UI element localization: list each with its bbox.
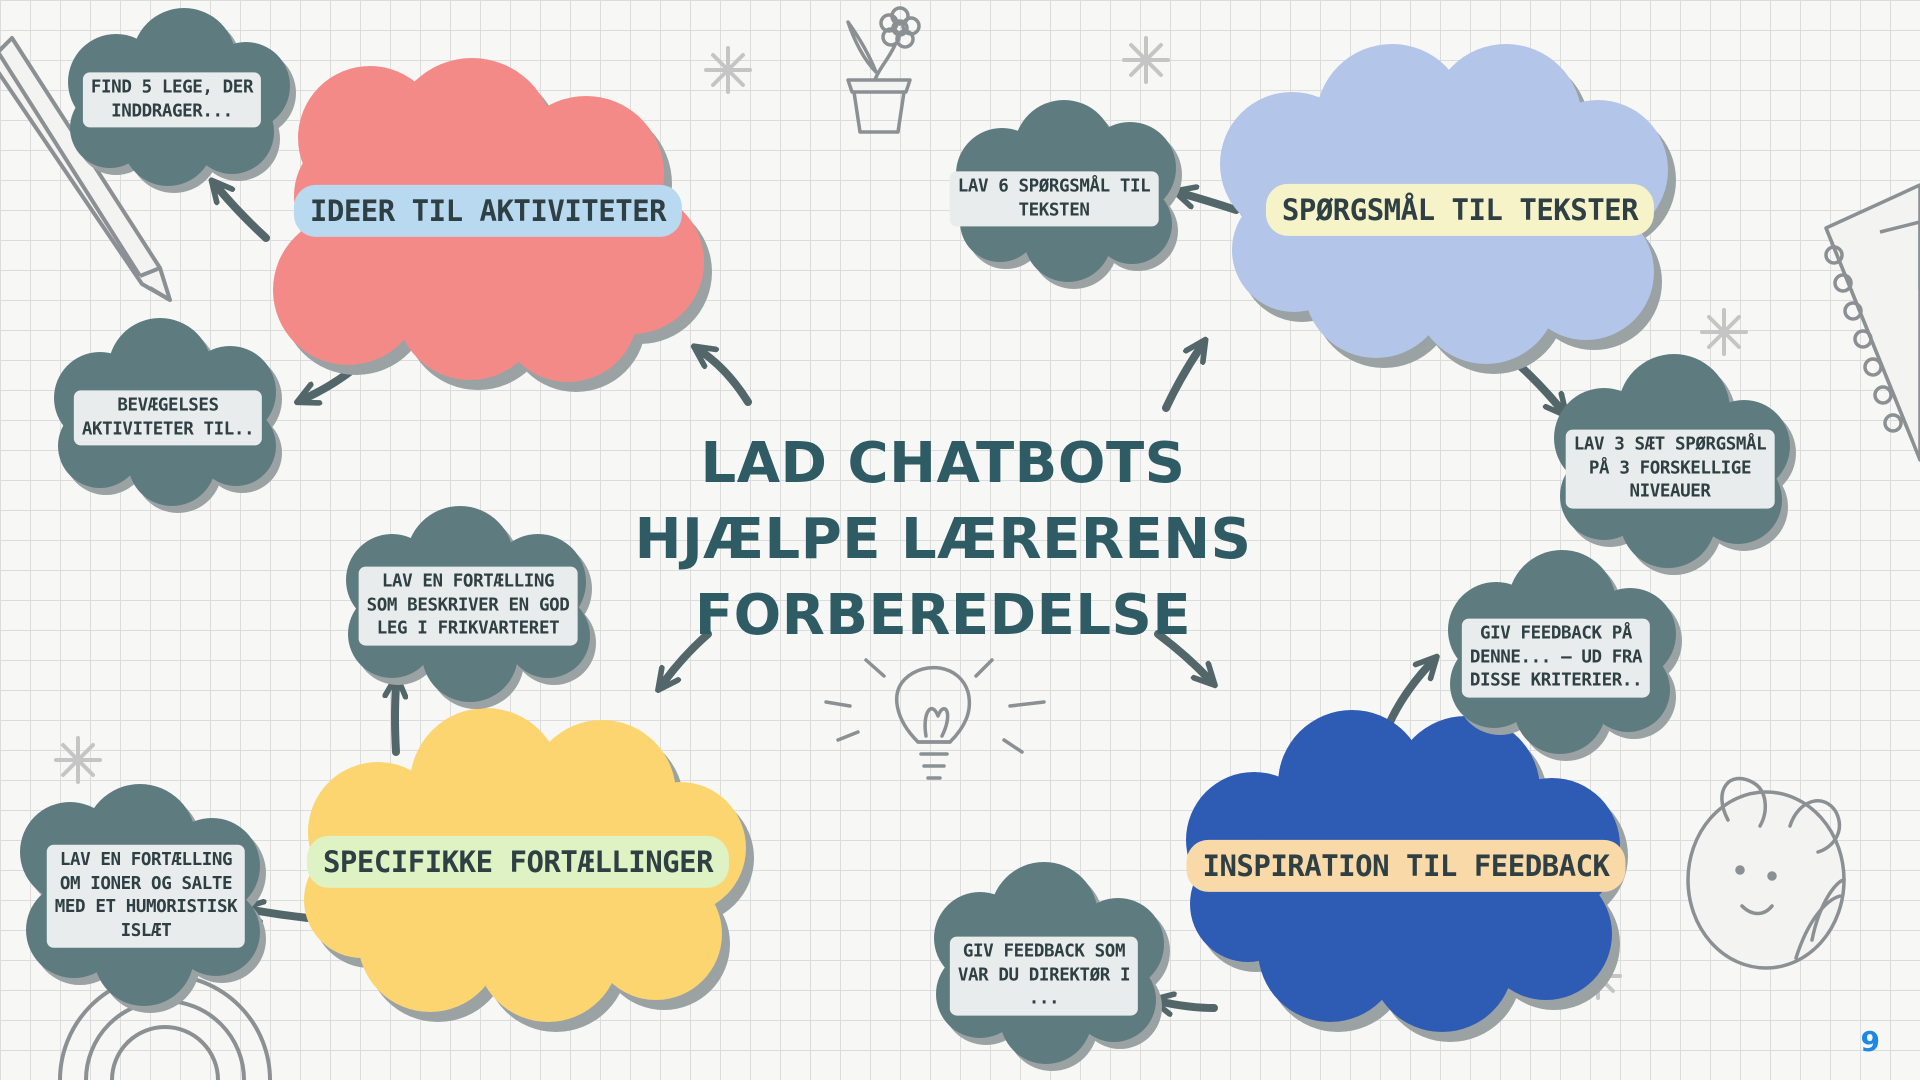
example-stories-2: LAV EN FORTÆLLING OM IONER OG SALTE MED …: [46, 844, 246, 948]
example-feedback-1: GIV FEEDBACK PÅ DENNE... – UD FRA DISSE …: [1461, 618, 1651, 698]
arrow-stories-to-ex2: [252, 910, 312, 918]
arrow-activities-to-ex1: [218, 188, 270, 242]
example-activities-2: BEVÆGELSES AKTIVITETER TIL..: [73, 390, 263, 446]
pencil-icon: [0, 36, 172, 302]
arrow-center-to-feedback: [1154, 630, 1208, 678]
light-bulb-icon: [824, 658, 1046, 780]
flower-pot-icon: [846, 6, 921, 134]
bee-icon: [1686, 776, 1846, 970]
topic-label-stories: SPECIFIKKE FORTÆLLINGER: [306, 835, 730, 889]
example-activities-1: FIND 5 LEGE, DER INDDRAGER...: [82, 72, 262, 128]
center-title: LAD CHATBOTS HJÆLPE LÆRERENS FORBEREDELS…: [634, 430, 1252, 649]
arrow-center-to-questions: [1162, 348, 1200, 412]
topic-label-questions: SPØRGSMÅL TIL TEKSTER: [1265, 183, 1655, 237]
arrow-feedback-to-ex2: [1162, 1002, 1218, 1008]
arrow-stories-to-ex1: [395, 686, 396, 756]
arrow-center-to-stories: [664, 630, 712, 682]
topic-label-activities: IDEER TIL AKTIVITETER: [293, 184, 683, 238]
topic-label-feedback: INSPIRATION TIL FEEDBACK: [1186, 839, 1626, 893]
arrow-feedback-to-ex1: [1386, 664, 1430, 726]
notebook-icon: [1824, 183, 1920, 462]
example-stories-1: LAV EN FORTÆLLING SOM BESKRIVER EN GOD L…: [358, 566, 578, 646]
example-questions-1: LAV 6 SPØRGSMÅL TIL TEKSTEN: [949, 171, 1159, 227]
example-feedback-2: GIV FEEDBACK SOM VAR DU DIREKTØR I ...: [949, 936, 1139, 1016]
arrow-questions-to-ex1: [1184, 194, 1240, 214]
example-questions-2: LAV 3 SÆT SPØRGSMÅL PÅ 3 FORSKELLIGE NIV…: [1565, 429, 1775, 509]
arrow-questions-to-ex2: [1514, 360, 1560, 408]
arrow-center-to-activities: [702, 352, 752, 406]
page-number: 9: [1860, 1025, 1880, 1058]
